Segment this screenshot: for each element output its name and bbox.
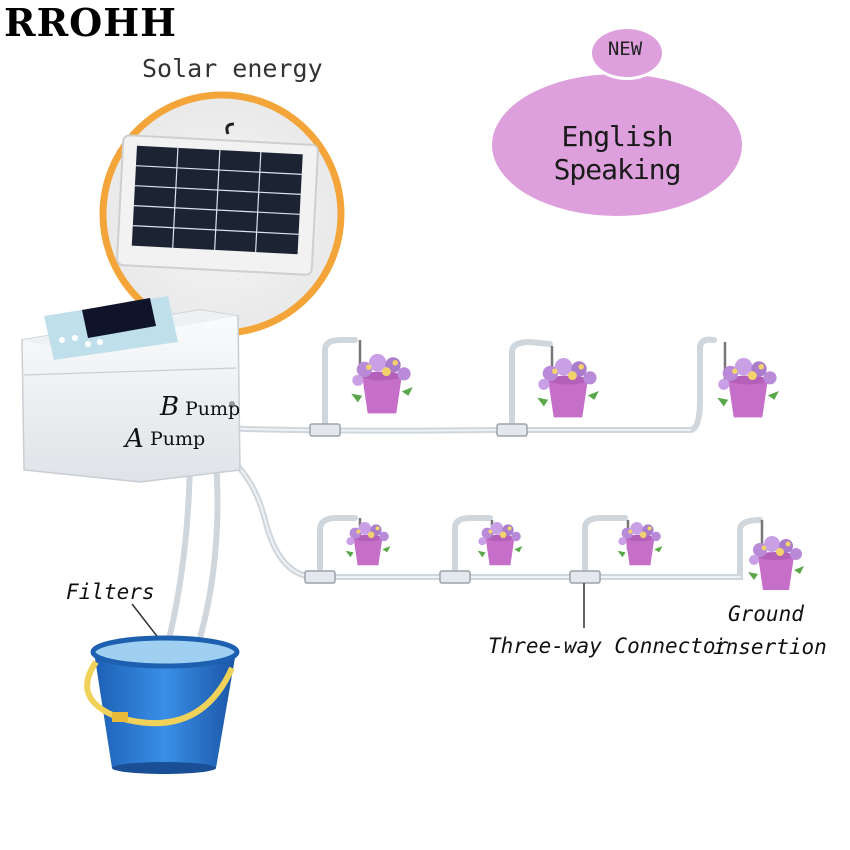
english-speaking-badge xyxy=(492,74,742,216)
ground-insertion-label-line1: Ground xyxy=(728,602,804,626)
solar-energy-label: Solar energy xyxy=(142,54,323,83)
solar-panel-illustration xyxy=(99,91,345,337)
ground-insertion-label-line2: insertion xyxy=(713,635,827,659)
filters-label: Filters xyxy=(66,580,155,604)
pump-b-word: Pump xyxy=(185,398,241,420)
three-way-connector-label: Three-way Connector xyxy=(488,634,729,658)
pump-a-word: Pump xyxy=(150,428,206,450)
brand-logo-text: RROHH xyxy=(4,0,178,45)
water-bucket xyxy=(84,635,240,774)
tubing xyxy=(162,336,763,658)
three-way-connectors xyxy=(304,423,601,584)
new-badge-text: NEW xyxy=(607,38,643,60)
pump-b-letter: B xyxy=(160,392,180,422)
pump-a-letter: A xyxy=(125,424,144,454)
filter-pointer-line xyxy=(131,603,161,641)
new-badge xyxy=(589,26,665,80)
english-speaking-text: English Speaking xyxy=(553,120,682,186)
flower-pots xyxy=(345,354,804,590)
irrigation-controller xyxy=(21,296,241,483)
